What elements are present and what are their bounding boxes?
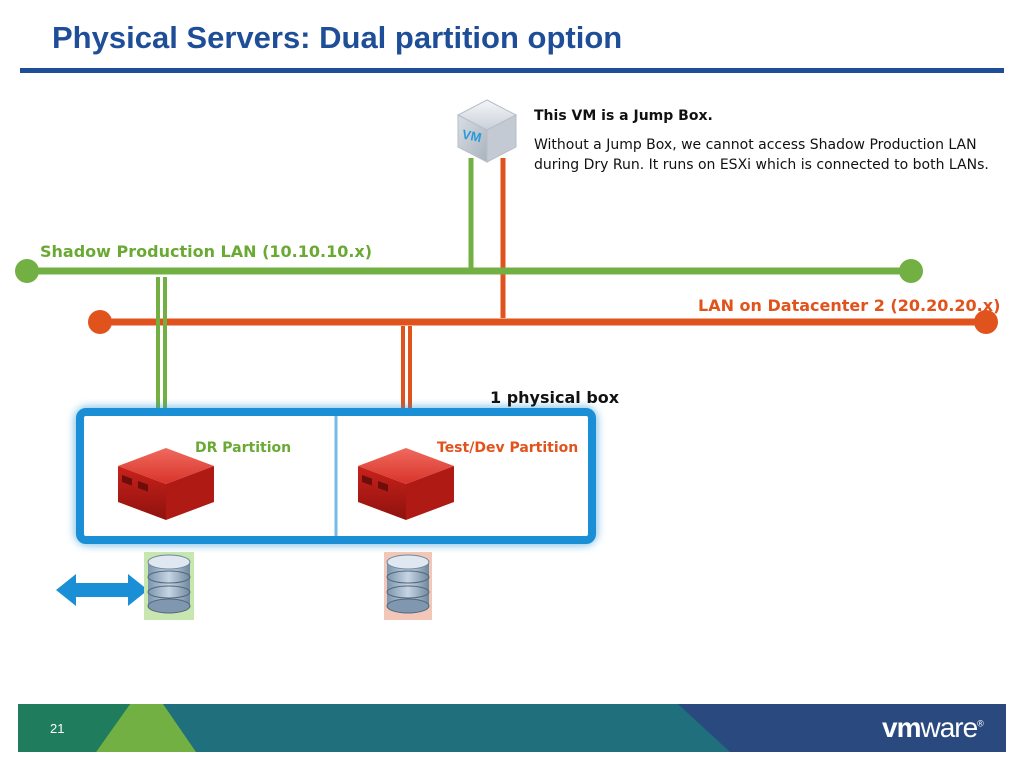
vmware-logo: vmware® (882, 712, 984, 744)
shadow-lan-bus (15, 259, 923, 283)
slide-title: Physical Servers: Dual partition option (52, 20, 623, 55)
physical-box-label: 1 physical box (490, 388, 620, 407)
network-diagram: VM (15, 99, 998, 620)
vm-cube-icon: VM (456, 99, 518, 163)
datacenter2-lan-bus (88, 310, 998, 334)
shadow-lan-label: Shadow Production LAN (10.10.10.x) (40, 242, 373, 261)
title-divider (20, 68, 1004, 73)
footer-band (18, 704, 1006, 752)
vm-cube-label: VM (461, 127, 483, 146)
physical-box (74, 406, 598, 546)
replication-arrow-icon (56, 574, 148, 606)
logo-vm: vm (882, 712, 921, 743)
dr-partition-label: DR Partition (195, 440, 292, 456)
logo-ware: ware (920, 712, 978, 743)
testdev-server-icon (358, 448, 454, 520)
dr-database-icon (144, 552, 194, 620)
testdev-partition-label: Test/Dev Partition (437, 440, 579, 456)
jump-box-heading: This VM is a Jump Box. (534, 108, 713, 124)
datacenter2-lan-label: LAN on Datacenter 2 (20.20.20.x) (698, 296, 1001, 315)
registered-mark-icon: ® (977, 718, 984, 729)
jump-box-description: Without a Jump Box, we cannot access Sha… (534, 137, 989, 173)
dr-server-icon (118, 448, 214, 520)
page-number: 21 (50, 721, 65, 736)
testdev-database-icon (384, 552, 432, 620)
